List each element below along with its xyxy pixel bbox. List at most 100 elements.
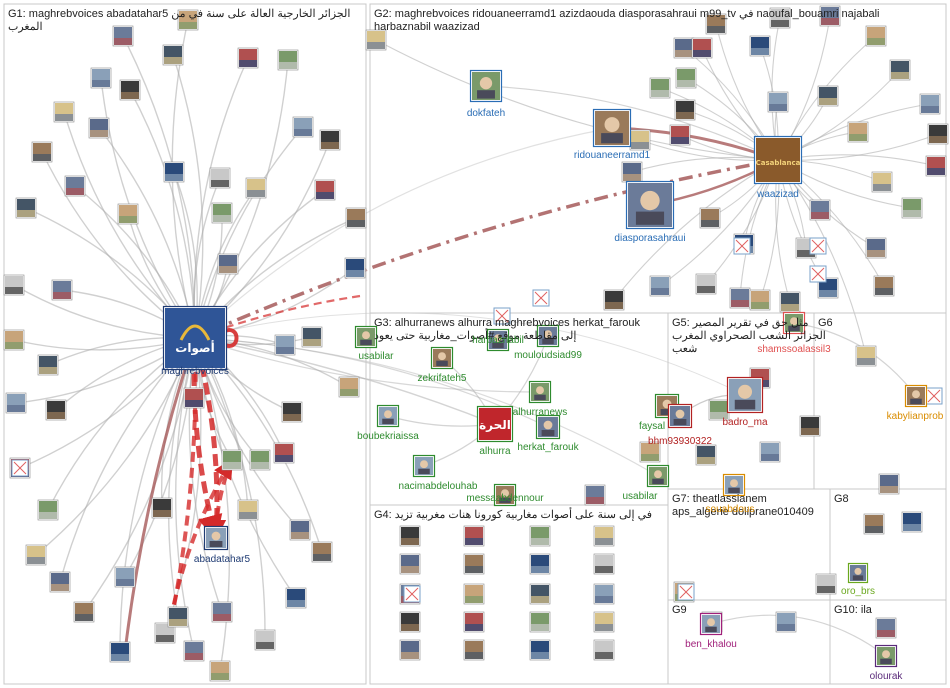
user-avatar-node[interactable] bbox=[399, 553, 421, 575]
user-avatar-node[interactable] bbox=[311, 541, 333, 563]
user-avatar-node[interactable] bbox=[629, 129, 651, 151]
node-shamssoalassil3[interactable] bbox=[782, 311, 806, 335]
user-avatar-node[interactable] bbox=[338, 376, 360, 398]
user-avatar-node[interactable] bbox=[249, 449, 271, 471]
user-avatar-node[interactable] bbox=[285, 587, 307, 609]
user-avatar-node[interactable] bbox=[399, 611, 421, 633]
user-avatar-node[interactable] bbox=[799, 415, 821, 437]
user-avatar-node[interactable] bbox=[673, 37, 695, 59]
user-avatar-node[interactable] bbox=[177, 9, 199, 31]
user-avatar-node[interactable] bbox=[254, 629, 276, 651]
user-avatar-node[interactable] bbox=[289, 519, 311, 541]
user-avatar-node[interactable] bbox=[919, 93, 941, 115]
node-bhm93930322[interactable] bbox=[667, 403, 693, 429]
node-kabylianprob[interactable] bbox=[904, 384, 928, 408]
user-avatar-node[interactable] bbox=[37, 354, 59, 376]
user-avatar-node[interactable] bbox=[593, 525, 615, 547]
user-avatar-node[interactable] bbox=[109, 641, 131, 663]
node-badro_ma[interactable] bbox=[726, 376, 764, 414]
user-avatar-node[interactable] bbox=[314, 179, 336, 201]
user-avatar-node[interactable] bbox=[292, 116, 314, 138]
user-avatar-node[interactable] bbox=[277, 49, 299, 71]
user-avatar-node[interactable] bbox=[863, 513, 885, 535]
user-avatar-node[interactable] bbox=[274, 334, 296, 356]
user-avatar-node[interactable] bbox=[365, 29, 387, 51]
user-avatar-node[interactable] bbox=[237, 47, 259, 69]
node-usabilar[interactable] bbox=[354, 325, 378, 349]
user-avatar-node[interactable] bbox=[273, 442, 295, 464]
user-avatar-node[interactable] bbox=[399, 525, 421, 547]
user-avatar-node[interactable] bbox=[211, 202, 233, 224]
user-avatar-node[interactable] bbox=[345, 207, 367, 229]
user-avatar-node[interactable] bbox=[237, 499, 259, 521]
user-avatar-node[interactable] bbox=[31, 141, 53, 163]
user-avatar-node[interactable] bbox=[154, 622, 176, 644]
user-avatar-node[interactable] bbox=[163, 161, 185, 183]
user-avatar-node[interactable] bbox=[183, 640, 205, 662]
user-avatar-node[interactable] bbox=[695, 444, 717, 466]
user-avatar-node[interactable] bbox=[603, 289, 625, 311]
user-avatar-node[interactable] bbox=[37, 499, 59, 521]
user-avatar-node[interactable] bbox=[817, 277, 839, 299]
node-oro_brs[interactable] bbox=[847, 562, 869, 584]
user-avatar-node[interactable] bbox=[871, 171, 893, 193]
user-avatar-node[interactable] bbox=[217, 253, 239, 275]
user-avatar-node[interactable] bbox=[49, 571, 71, 593]
user-avatar-node[interactable] bbox=[529, 639, 551, 661]
user-avatar-node[interactable] bbox=[674, 99, 696, 121]
user-avatar-node[interactable] bbox=[221, 449, 243, 471]
node-mouloudsiad99[interactable] bbox=[536, 324, 560, 348]
user-avatar-node[interactable] bbox=[3, 274, 25, 296]
user-avatar-node[interactable] bbox=[281, 401, 303, 423]
node-usabilar2[interactable] bbox=[646, 464, 670, 488]
node-dokfateh[interactable] bbox=[469, 69, 503, 103]
user-avatar-node[interactable] bbox=[64, 175, 86, 197]
user-avatar-node[interactable] bbox=[584, 484, 606, 506]
node-alhurra[interactable]: الحرة bbox=[476, 405, 514, 443]
node-souabdous[interactable] bbox=[722, 473, 746, 497]
user-avatar-node[interactable] bbox=[112, 25, 134, 47]
user-avatar-node[interactable] bbox=[51, 279, 73, 301]
user-avatar-node[interactable] bbox=[162, 44, 184, 66]
user-avatar-node[interactable] bbox=[779, 291, 801, 313]
node-messaabdennour[interactable] bbox=[493, 483, 517, 507]
user-avatar-node[interactable] bbox=[73, 601, 95, 623]
user-avatar-node[interactable] bbox=[209, 167, 231, 189]
user-avatar-node[interactable] bbox=[675, 67, 697, 89]
user-avatar-node[interactable] bbox=[593, 611, 615, 633]
node-olourak[interactable] bbox=[874, 644, 898, 668]
user-avatar-node[interactable] bbox=[695, 273, 717, 295]
user-avatar-node[interactable] bbox=[529, 583, 551, 605]
node-boubekriaissa[interactable] bbox=[376, 404, 400, 428]
user-avatar-node[interactable] bbox=[529, 525, 551, 547]
user-avatar-node[interactable] bbox=[117, 203, 139, 225]
user-avatar-node[interactable] bbox=[529, 611, 551, 633]
user-avatar-node[interactable] bbox=[927, 123, 949, 145]
user-avatar-node[interactable] bbox=[5, 392, 27, 414]
user-avatar-node[interactable] bbox=[25, 544, 47, 566]
user-avatar-node[interactable] bbox=[344, 257, 366, 279]
user-avatar-node[interactable] bbox=[463, 525, 485, 547]
user-avatar-node[interactable] bbox=[183, 387, 205, 409]
user-avatar-node[interactable] bbox=[3, 329, 25, 351]
user-avatar-node[interactable] bbox=[399, 639, 421, 661]
user-avatar-node[interactable] bbox=[865, 237, 887, 259]
user-avatar-node[interactable] bbox=[245, 177, 267, 199]
user-avatar-node[interactable] bbox=[463, 639, 485, 661]
user-avatar-node[interactable] bbox=[45, 399, 67, 421]
node-herbaznabil[interactable] bbox=[486, 328, 510, 352]
user-avatar-node[interactable] bbox=[875, 617, 897, 639]
user-avatar-node[interactable] bbox=[529, 553, 551, 575]
user-avatar-node[interactable] bbox=[901, 197, 923, 219]
node-waazizad[interactable]: Casablanca bbox=[753, 135, 803, 185]
user-avatar-node[interactable] bbox=[463, 611, 485, 633]
user-avatar-node[interactable] bbox=[593, 639, 615, 661]
user-avatar-node[interactable] bbox=[925, 155, 947, 177]
user-avatar-node[interactable] bbox=[847, 121, 869, 143]
user-avatar-node[interactable] bbox=[90, 67, 112, 89]
user-avatar-node[interactable] bbox=[767, 91, 789, 113]
user-avatar-node[interactable] bbox=[649, 77, 671, 99]
node-maghrebvoices[interactable]: أصوات bbox=[162, 305, 228, 371]
user-avatar-node[interactable] bbox=[889, 59, 911, 81]
user-avatar-node[interactable] bbox=[53, 101, 75, 123]
